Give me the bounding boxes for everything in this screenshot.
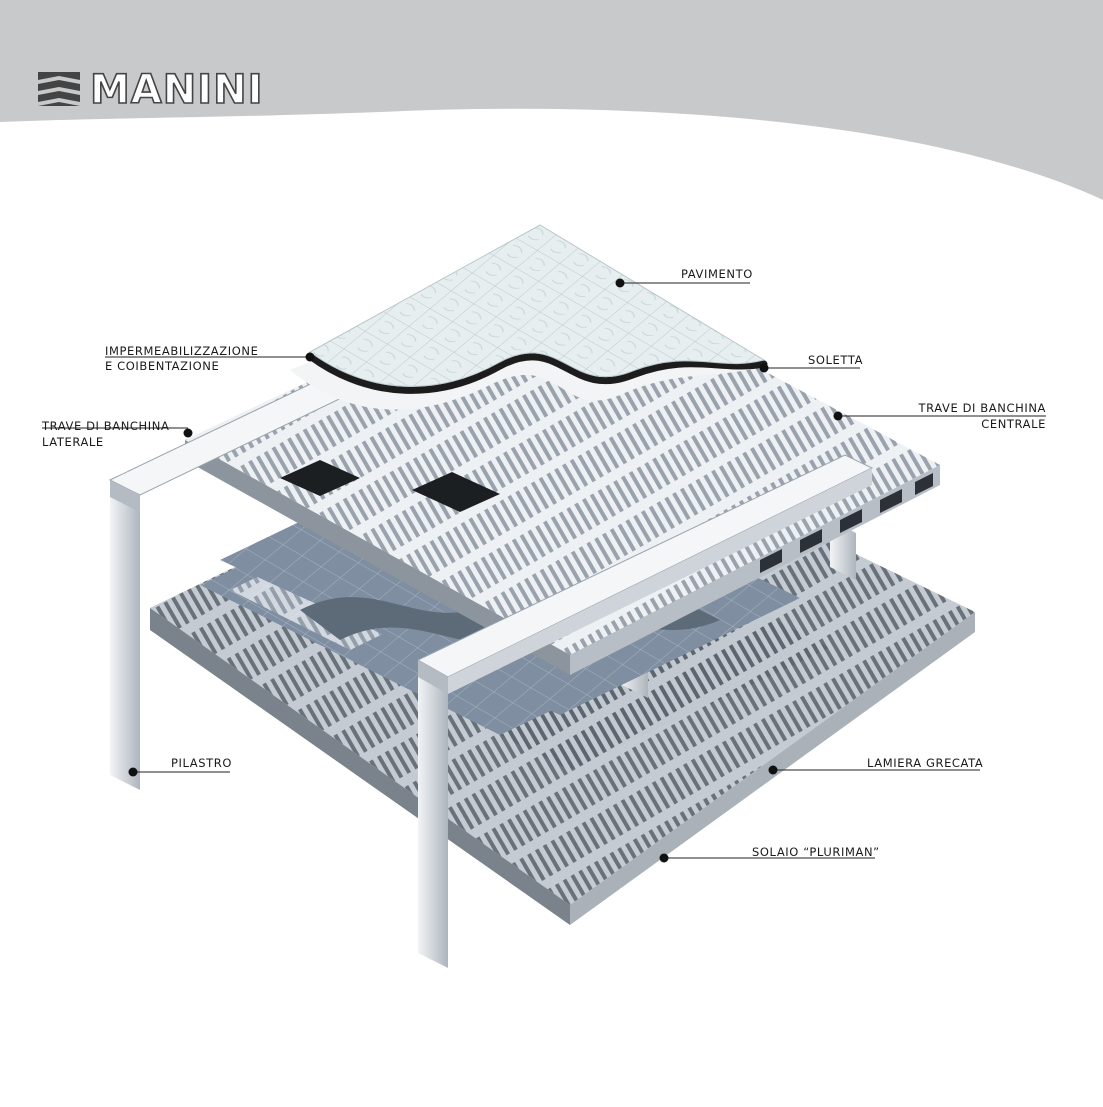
- label-trave-centrale-2: CENTRALE: [981, 417, 1046, 431]
- label-trave-centrale-1: TRAVE DI BANCHINA: [918, 401, 1046, 415]
- label-impermeabilizzazione-1: IMPERMEABILIZZAZIONE: [105, 344, 259, 358]
- label-soletta: SOLETTA: [808, 353, 864, 367]
- brand-logo-text: MANINI: [89, 66, 264, 114]
- label-trave-laterale-2: LATERALE: [42, 435, 104, 449]
- floor-tiles: [309, 224, 766, 387]
- logo-icon: [38, 72, 80, 106]
- label-trave-laterale-1: TRAVE DI BANCHINA: [42, 419, 170, 433]
- label-impermeabilizzazione-2: E COIBENTAZIONE: [105, 359, 220, 373]
- callout-dots: [128, 278, 843, 863]
- label-pavimento: PAVIMENTO: [681, 267, 753, 281]
- label-lamiera: LAMIERA GRECATA: [867, 756, 984, 770]
- leader-lines: [42, 282, 1046, 859]
- columns: [110, 480, 856, 968]
- label-solaio: SOLAIO “PLURIMAN”: [752, 845, 880, 859]
- header-band: [0, 0, 1103, 200]
- label-pilastro: PILASTRO: [171, 756, 233, 770]
